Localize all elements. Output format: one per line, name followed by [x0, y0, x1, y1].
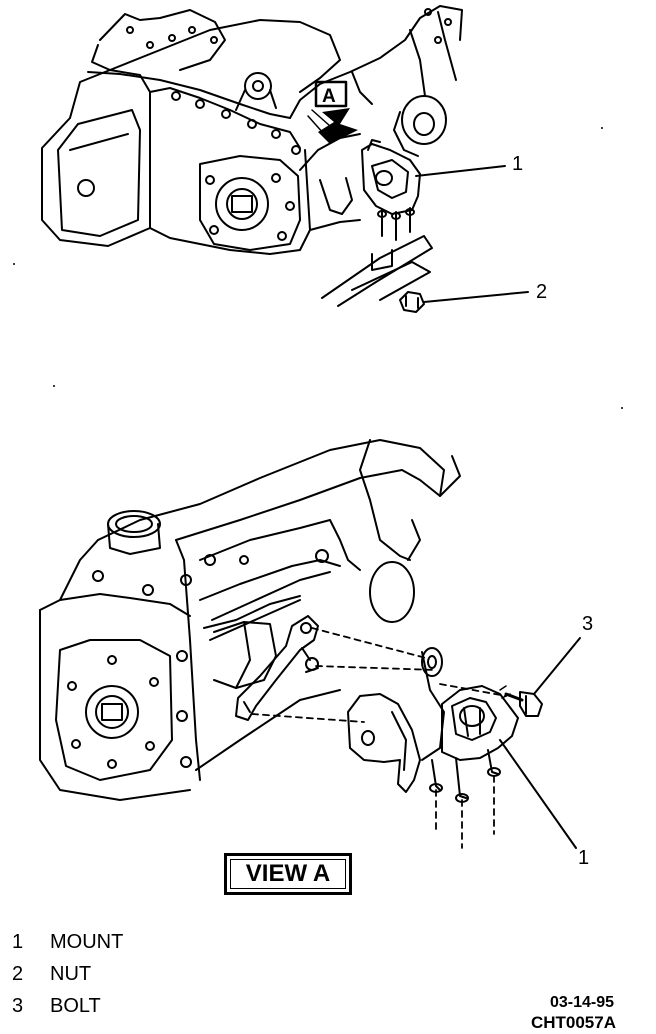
- view-a-arrow: [307, 80, 358, 144]
- transmission-drawing: [41, 5, 463, 255]
- legend-item: 3 BOLT: [12, 996, 101, 1016]
- mount-part-bottom: [347, 647, 519, 803]
- mount-part-top: [361, 139, 421, 241]
- view-a-label: VIEW A: [224, 853, 352, 895]
- leader-line: [499, 739, 577, 849]
- figure-id: CHT0057A: [530, 1013, 616, 1032]
- callout-1-top: 1: [512, 153, 523, 175]
- legend-label: MOUNT: [50, 931, 124, 953]
- date-code: 03-14-95: [549, 994, 614, 1011]
- nut-part-top: [399, 291, 425, 313]
- legend-number: 3: [12, 995, 24, 1017]
- legend-label: BOLT: [50, 995, 101, 1017]
- callout-2-top: 2: [536, 281, 547, 303]
- leader-line: [415, 165, 506, 177]
- legend-number: 2: [12, 963, 24, 985]
- legend-item: 1 MOUNT: [12, 932, 123, 952]
- legend-item: 2 NUT: [12, 964, 91, 984]
- legend-label: NUT: [50, 963, 92, 985]
- bracket-arm: [235, 615, 319, 721]
- leader-line: [533, 637, 581, 695]
- view-arrow-letter: A: [322, 86, 336, 107]
- engine-block-drawing: [39, 439, 461, 801]
- callout-1-bottom: 1: [578, 847, 589, 869]
- alignment-lines: [251, 627, 507, 849]
- crossmember-top: [321, 235, 433, 307]
- callout-3-bottom: 3: [582, 613, 593, 635]
- leader-line: [423, 291, 529, 303]
- legend-number: 1: [12, 931, 24, 953]
